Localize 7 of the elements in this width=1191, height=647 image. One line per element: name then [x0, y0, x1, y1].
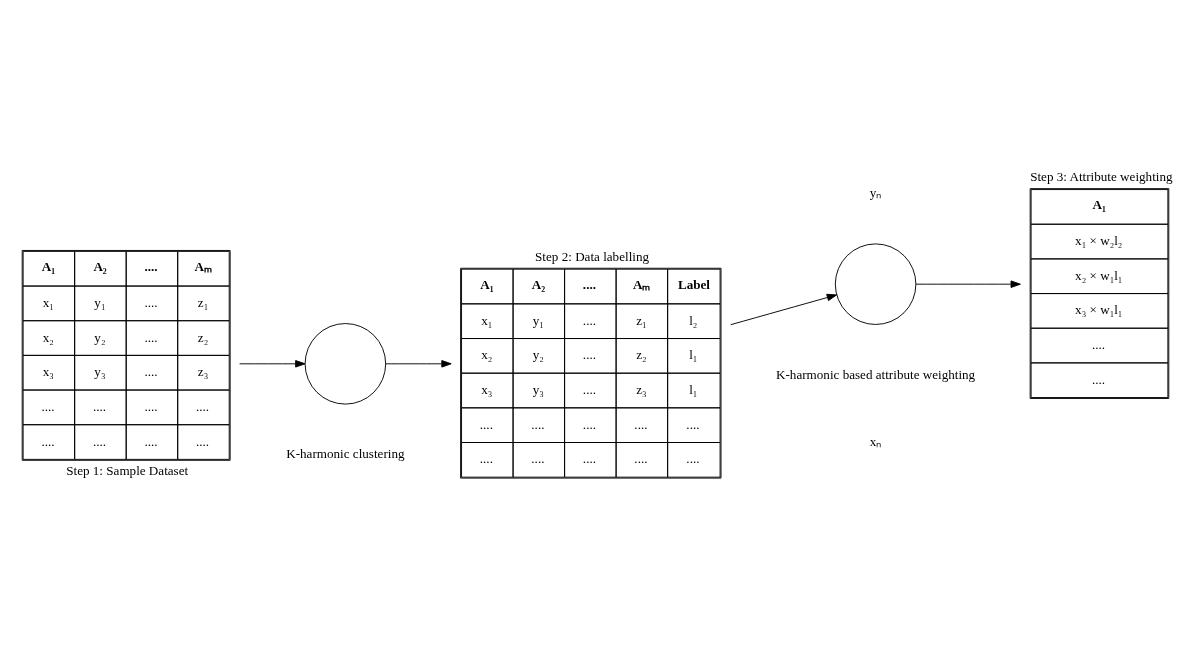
label: yₙ	[869, 184, 882, 200]
label: xₙ	[869, 433, 882, 449]
node-label: Step 3: Attribute weighting	[1030, 168, 1173, 184]
node-label: K-harmonic clustering	[286, 445, 405, 461]
node-label: Step 1: Sample Dataset	[66, 462, 189, 478]
node-label: K-harmonic based attribute weighting	[776, 366, 976, 382]
node-label: Step 2: Data labelling	[535, 248, 650, 264]
